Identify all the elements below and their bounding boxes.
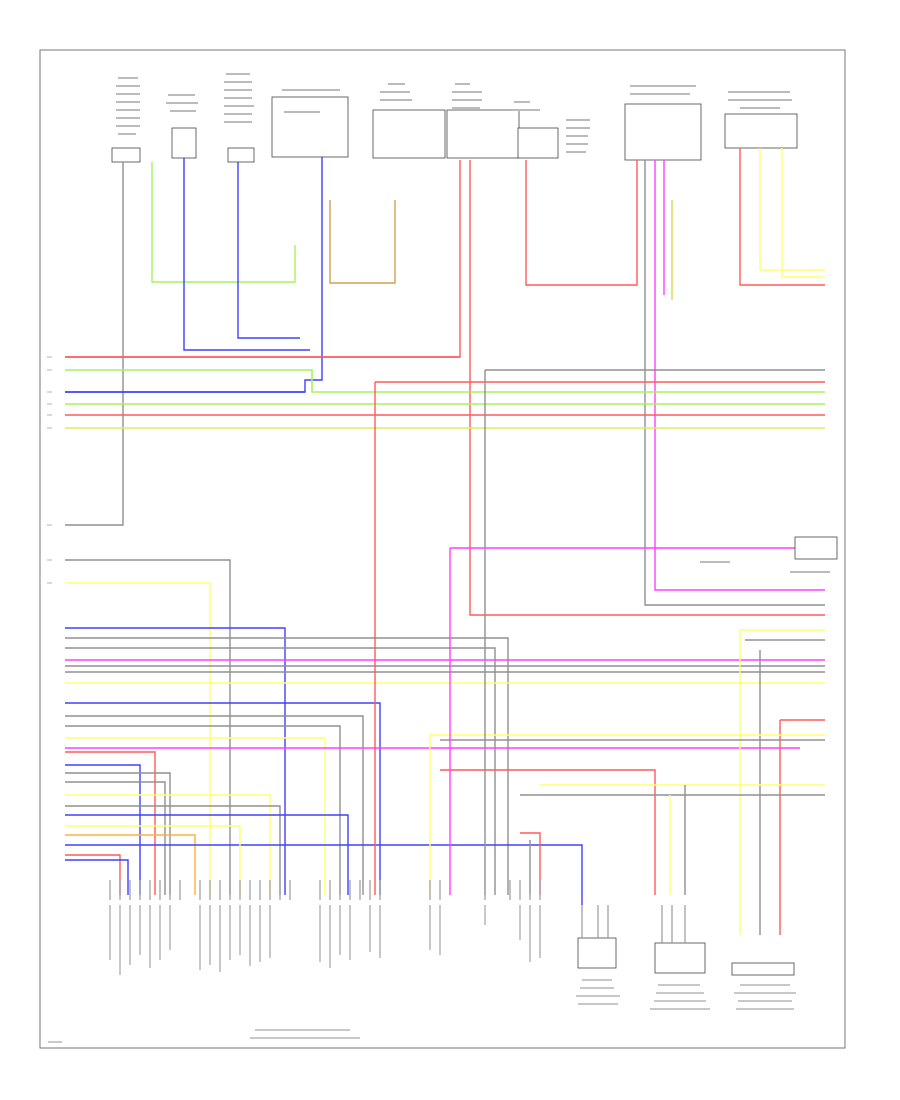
h-yellow-5 — [65, 825, 241, 895]
wire-yellow-2 — [759, 148, 825, 271]
h-gray-6 — [65, 715, 364, 895]
wire-blue-2 — [237, 162, 300, 339]
h-gray-1 — [65, 559, 231, 895]
bottom-connector-pins — [109, 880, 541, 900]
h-yellow-r1 — [739, 629, 825, 935]
wire-gray-1 — [65, 162, 124, 526]
h-yellow-1 — [65, 582, 211, 895]
h-red-2 — [65, 751, 156, 895]
h-red-r6 — [440, 769, 656, 895]
h-gray-10 — [65, 805, 281, 895]
wire-red-4 — [739, 148, 825, 286]
wire-red-3 — [525, 160, 638, 286]
h-gray-7 — [65, 725, 341, 895]
wire-magenta-1 — [654, 160, 825, 591]
h-blue-4 — [65, 814, 349, 895]
h-red-r11 — [520, 832, 541, 895]
sensor-box-3 — [731, 962, 795, 976]
module-box-9 — [724, 113, 798, 149]
relay-box — [794, 536, 838, 560]
wire-to-sensor-2 — [661, 905, 686, 943]
h-blue-2 — [65, 702, 381, 895]
h-blue-3 — [65, 764, 141, 895]
sensor-box-2 — [654, 942, 706, 974]
lower-harness — [65, 370, 825, 935]
h-gray-9 — [65, 781, 166, 895]
component-label-2 — [166, 94, 198, 112]
top-components — [111, 73, 798, 163]
connector-box-3 — [227, 147, 255, 163]
wire-yellow-3 — [781, 148, 825, 278]
h-gray-2 — [65, 637, 509, 895]
wire-blue-1 — [183, 158, 310, 351]
h-blue-6 — [65, 859, 129, 895]
module-box-6 — [446, 109, 520, 159]
bus-green-a — [65, 369, 825, 393]
h-orange-1 — [65, 834, 196, 895]
wire-gray-2 — [644, 160, 825, 606]
diagram-frame — [39, 49, 846, 1049]
wire-red-1 — [65, 160, 461, 358]
h-blue-1 — [65, 627, 286, 895]
wire-brown-1 — [329, 200, 396, 284]
sensor-box-1 — [577, 937, 617, 969]
h-gray-8 — [65, 772, 171, 895]
bottom-components — [576, 905, 796, 1010]
h-yellow-4 — [65, 794, 271, 895]
module-box-7 — [517, 127, 559, 159]
h-yellow-3 — [65, 737, 326, 895]
module-box-8 — [624, 103, 702, 161]
module-box-5 — [372, 109, 446, 159]
wire-green-1 — [151, 162, 296, 283]
h-red-3 — [65, 854, 121, 895]
h-blue-5 — [65, 844, 583, 905]
component-label-3 — [224, 73, 254, 123]
connector-box-2 — [171, 127, 197, 159]
bus-wires — [65, 356, 825, 549]
connector-box-1 — [111, 147, 141, 163]
module-box-4 — [271, 96, 349, 158]
wire-to-sensor-1 — [581, 905, 609, 938]
component-label-1 — [116, 77, 140, 135]
bottom-pin-labels — [48, 905, 541, 1043]
left-pin-marks — [47, 356, 52, 584]
wire-red-2 — [469, 160, 825, 616]
h-gray-3 — [65, 647, 496, 895]
h-red-r3 — [779, 719, 825, 935]
